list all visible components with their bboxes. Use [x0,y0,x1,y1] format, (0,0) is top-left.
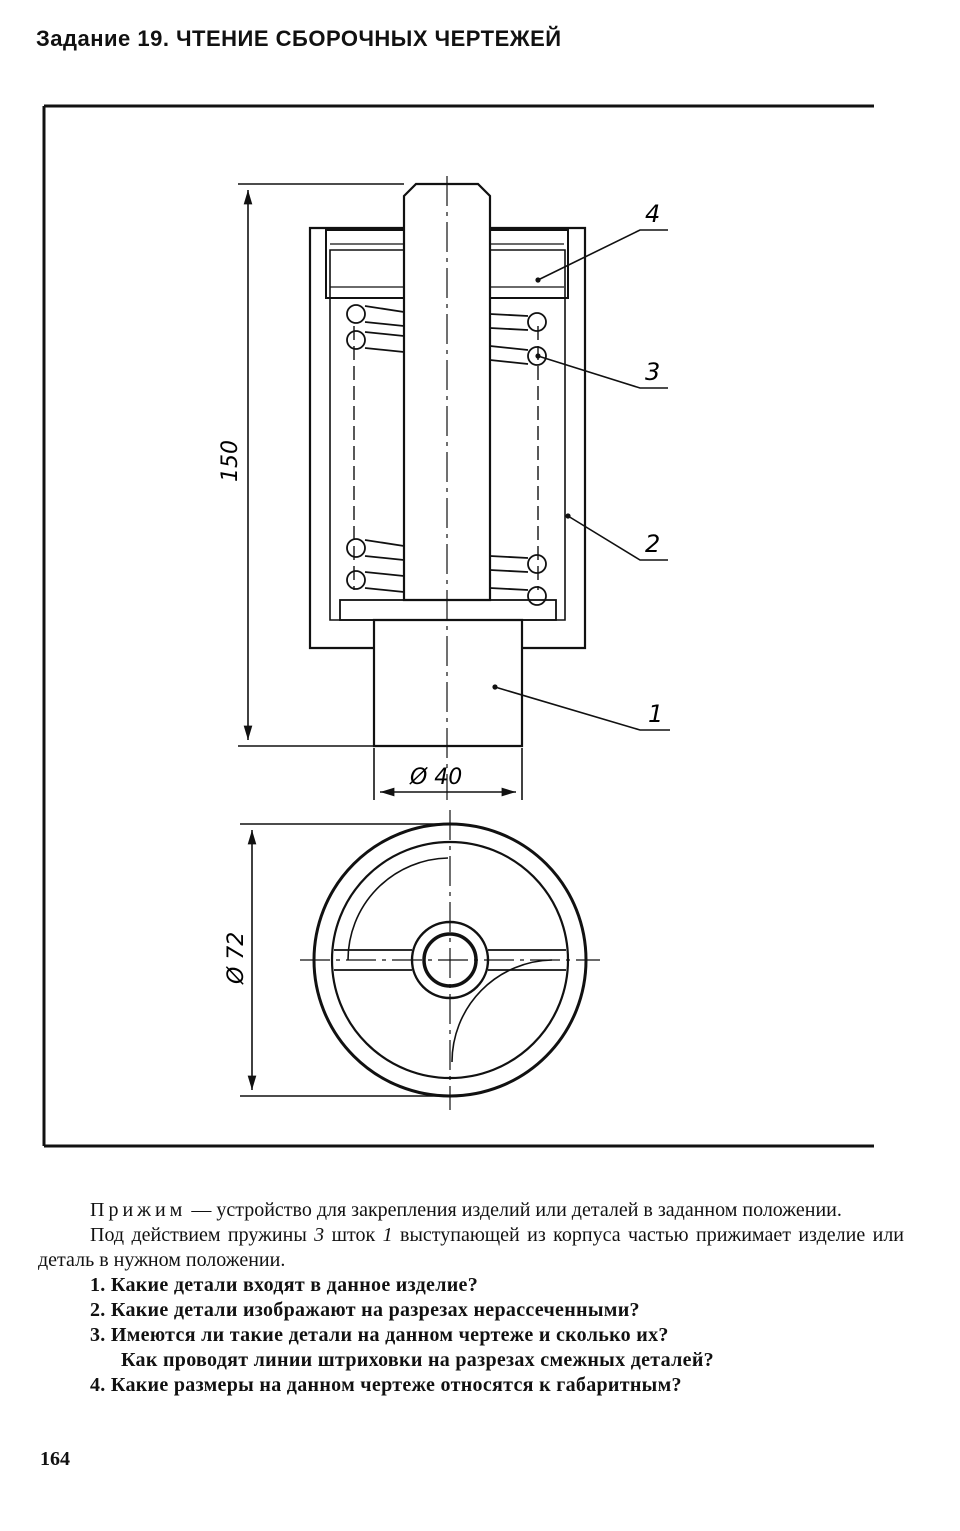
page-number: 164 [40,1448,70,1470]
paragraph-definition: Прижим — устройство для закрепления изде… [90,1199,842,1221]
question-3: 3. Имеются ли такие детали на данном чер… [90,1324,669,1346]
drawing-border [42,104,874,1148]
leader-dots [492,277,571,690]
dimension-shaft [373,748,523,800]
front-view [308,176,587,800]
dimension-height [238,183,404,747]
question-2: 2. Какие детали изображают на разрезах н… [90,1299,640,1321]
dimension-height-label: 150 [218,440,243,482]
part-label-4: 4 [645,200,660,228]
term-prizhim: Прижим [90,1199,187,1221]
dimension-body [240,823,450,1097]
question-3-continued: Как проводят линии штриховки на разрезах… [121,1349,714,1371]
question-4: 4. Какие размеры на данном чертеже относ… [90,1374,682,1396]
part-label-3: 3 [645,358,660,386]
assembly-drawing: 4 3 2 1 150 Ø 40 Ø 72 [42,104,874,1148]
question-1: 1. Какие детали входят в данное изделие? [90,1274,479,1296]
paragraph-description: Под действием пружины 3 шток 1 выступающ… [38,1224,905,1271]
dimension-shaft-label: Ø 40 [409,765,462,790]
page-title: Задание 19. ЧТЕНИЕ СБОРОЧНЫХ ЧЕРТЕЖЕЙ [36,26,562,51]
dimension-body-label: Ø 72 [224,932,249,985]
body-text: Прижим — устройство для закрепления изде… [38,1198,904,1398]
part-label-2: 2 [645,530,660,558]
top-view [300,810,600,1110]
part-label-1: 1 [648,700,663,728]
leader-lines [494,229,670,731]
